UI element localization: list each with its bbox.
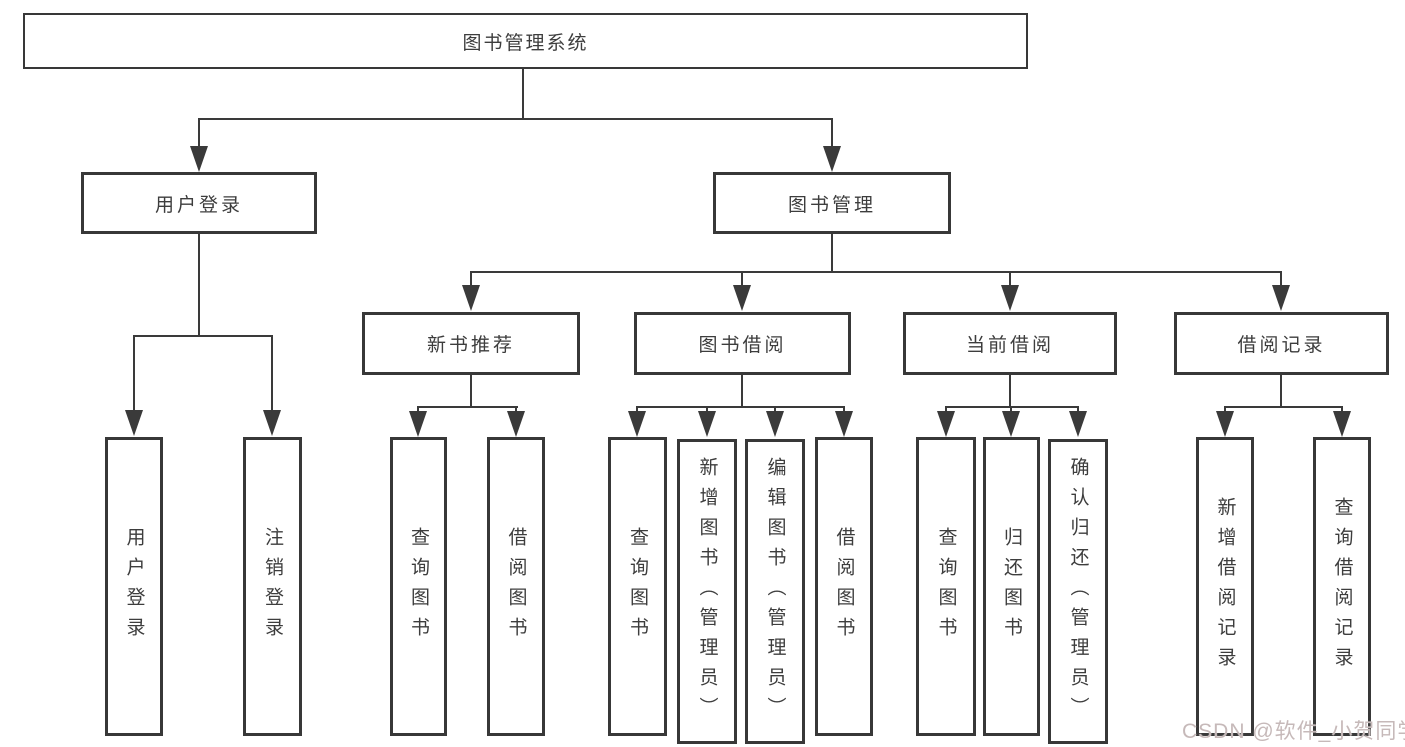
leaf-add-book-admin-label: 新增图书（管理员） (696, 456, 718, 727)
node-borrow-record: 借阅记录 (1174, 312, 1389, 375)
connector-root-stem (522, 69, 524, 120)
connector-bookmgmt-stem (831, 234, 833, 273)
arrowhead-g2l1-icon (1002, 411, 1020, 437)
leaf-logout: 注销登录 (243, 437, 302, 736)
node-borrow-record-label: 借阅记录 (1237, 335, 1326, 356)
arrowhead-book-management-icon (823, 146, 841, 172)
node-book-borrow-label: 图书借阅 (698, 335, 787, 356)
arrowhead-currentborrow-icon (1001, 285, 1019, 311)
leaf-recommend-query-book-label: 查询图书 (408, 526, 429, 647)
leaf-current-query-book-label: 查询图书 (935, 526, 957, 647)
connector-recommend-hline (417, 406, 518, 408)
arrowhead-borrowrecord-icon (1272, 285, 1290, 311)
connector-drop-g1l3 (843, 406, 845, 413)
connector-drop-user-login (198, 118, 200, 146)
leaf-return-book-label: 归还图书 (1001, 526, 1022, 647)
node-current-borrow-label: 当前借阅 (965, 335, 1054, 356)
connector-bookmgmt-hline (470, 271, 1282, 273)
connector-drop-recommend (470, 271, 472, 287)
arrowhead-g2l2-icon (1069, 411, 1087, 437)
connector-bookborrow-stem (741, 375, 743, 408)
connector-drop-g2l2 (1077, 406, 1079, 413)
connector-drop-g1l1 (706, 406, 708, 413)
arrowhead-g1l1-icon (698, 411, 716, 437)
node-root: 图书管理系统 (23, 13, 1028, 69)
arrowhead-g1l3-icon (835, 411, 853, 437)
leaf-recommend-borrow-book-label: 借阅图书 (505, 526, 527, 647)
leaf-add-borrow-record: 新增借阅记录 (1196, 437, 1254, 736)
leaf-recommend-borrow-book: 借阅图书 (487, 437, 545, 736)
leaf-edit-book-admin: 编辑图书（管理员） (745, 439, 805, 744)
leaf-borrow-query-book: 查询图书 (608, 437, 667, 736)
arrowhead-recommend-icon (462, 285, 480, 311)
node-user-login: 用户登录 (81, 172, 317, 234)
connector-drop-currentborrow (1009, 271, 1011, 287)
arrowhead-g1l2-icon (766, 411, 784, 437)
connector-currentborrow-hline (945, 406, 1079, 408)
connector-borrowrecord-hline (1224, 406, 1343, 408)
connector-userlogin-hline (133, 335, 273, 337)
connector-drop-g3l1 (1341, 406, 1343, 413)
node-book-management: 图书管理 (713, 172, 951, 234)
arrowhead-g3l1-icon (1333, 411, 1351, 437)
connector-drop-g0l1 (515, 406, 517, 413)
connector-drop-g1l0 (636, 406, 638, 413)
csdn-watermark: CSDN @软件_小贺同学 (1182, 720, 1405, 743)
leaf-current-query-book: 查询图书 (916, 437, 976, 736)
connector-drop-leaf-user-login (133, 335, 135, 411)
connector-drop-g3l0 (1224, 406, 1226, 413)
arrowhead-leaf-logout-icon (263, 410, 281, 436)
node-new-book-recommend: 新书推荐 (362, 312, 580, 375)
leaf-add-book-admin: 新增图书（管理员） (677, 439, 737, 744)
connector-recommend-stem (470, 375, 472, 408)
leaf-recommend-query-book: 查询图书 (390, 437, 447, 736)
connector-userlogin-stem (198, 234, 200, 337)
arrowhead-g0l0-icon (409, 411, 427, 437)
node-new-book-recommend-label: 新书推荐 (426, 335, 515, 356)
node-book-borrow: 图书借阅 (634, 312, 851, 375)
connector-drop-g1l2 (774, 406, 776, 413)
arrowhead-g2l0-icon (937, 411, 955, 437)
connector-drop-borrowrecord (1280, 271, 1282, 287)
leaf-query-borrow-record-label: 查询借阅记录 (1331, 496, 1353, 677)
leaf-return-book: 归还图书 (983, 437, 1040, 736)
leaf-query-borrow-record: 查询借阅记录 (1313, 437, 1371, 736)
leaf-confirm-return-admin: 确认归还（管理员） (1048, 439, 1108, 744)
arrowhead-g0l1-icon (507, 411, 525, 437)
leaf-edit-book-admin-label: 编辑图书（管理员） (764, 456, 786, 727)
connector-drop-g2l1 (1010, 406, 1012, 413)
arrowhead-g3l0-icon (1216, 411, 1234, 437)
connector-drop-g0l0 (417, 406, 419, 413)
connector-bookborrow-hline (636, 406, 845, 408)
node-book-management-label: 图书管理 (787, 194, 876, 216)
connector-drop-bookborrow (741, 271, 743, 287)
leaf-add-borrow-record-label: 新增借阅记录 (1214, 496, 1236, 677)
arrowhead-leaf-user-login-icon (125, 410, 143, 436)
connector-drop-leaf-logout (271, 335, 273, 411)
leaf-borrow-book-label: 借阅图书 (833, 526, 855, 647)
arrowhead-g1l0-icon (628, 411, 646, 437)
node-root-label: 图书管理系统 (462, 32, 589, 54)
node-current-borrow: 当前借阅 (903, 312, 1117, 375)
connector-drop-book-management (831, 118, 833, 146)
leaf-user-login-label: 用户登录 (123, 526, 145, 647)
leaf-borrow-book: 借阅图书 (815, 437, 873, 736)
connector-root-hline (198, 118, 833, 120)
arrowhead-bookborrow-icon (733, 285, 751, 311)
leaf-borrow-query-book-label: 查询图书 (627, 526, 648, 647)
leaf-logout-label: 注销登录 (262, 526, 283, 647)
connector-borrowrecord-stem (1280, 375, 1282, 408)
connector-currentborrow-stem (1009, 375, 1011, 408)
arrowhead-user-login-icon (190, 146, 208, 172)
leaf-confirm-return-admin-label: 确认归还（管理员） (1067, 456, 1089, 727)
leaf-user-login: 用户登录 (105, 437, 163, 736)
node-user-login-label: 用户登录 (154, 194, 243, 216)
connector-drop-g2l0 (945, 406, 947, 413)
